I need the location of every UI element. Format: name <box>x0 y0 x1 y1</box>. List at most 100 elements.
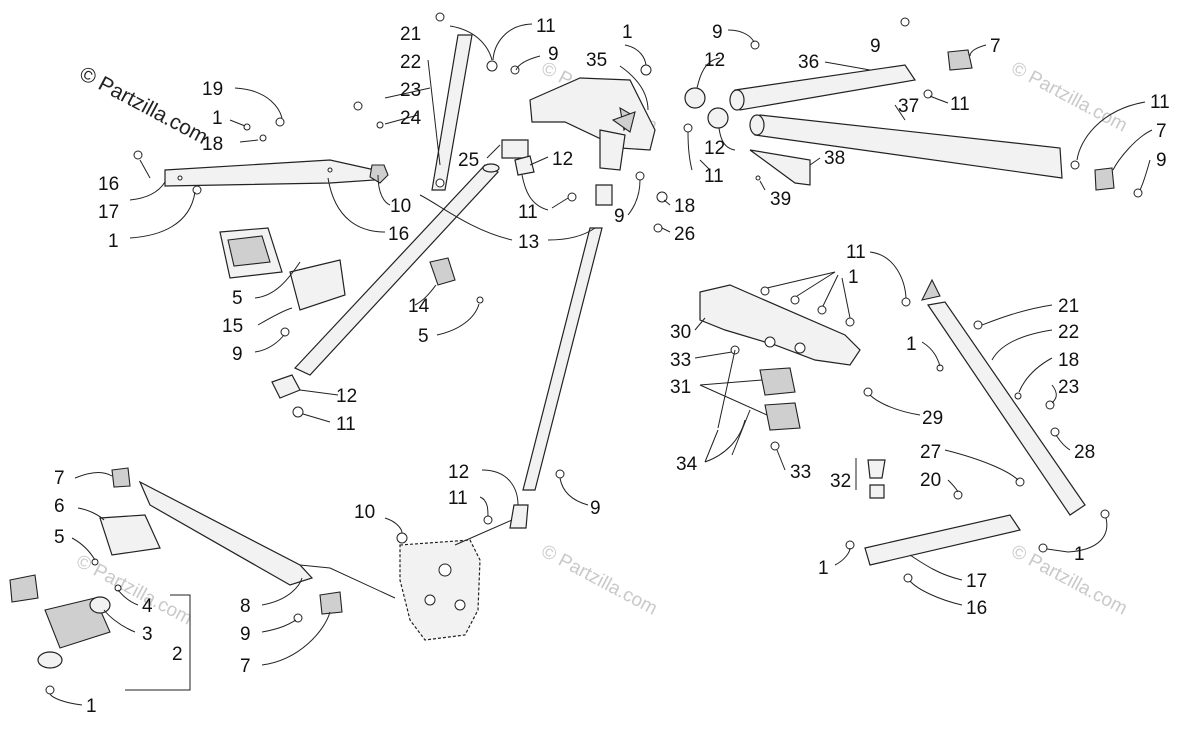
bolt-9-bracket <box>280 327 290 337</box>
callout-37: 37 <box>898 96 919 117</box>
nut-11-tube-bottom <box>483 515 493 525</box>
callout-12: 12 <box>704 50 725 71</box>
clip-25 <box>501 139 529 159</box>
callout-5: 5 <box>54 527 65 548</box>
leader <box>257 307 293 326</box>
callout-11: 11 <box>1150 92 1170 113</box>
leader <box>481 469 519 506</box>
leader <box>427 59 441 166</box>
callout-11: 11 <box>950 94 970 115</box>
nut-11-right-bar <box>901 297 911 307</box>
leader <box>809 157 821 166</box>
leader <box>1055 434 1071 451</box>
leader <box>547 227 596 241</box>
leader <box>624 44 647 66</box>
callout-29: 29 <box>922 408 943 429</box>
leader <box>869 394 921 416</box>
bolt-16-right <box>903 573 913 583</box>
leader <box>1139 159 1151 191</box>
nut-10-bottom <box>396 532 408 544</box>
nut-1 <box>192 185 202 195</box>
callout-9: 9 <box>232 344 243 365</box>
leader <box>841 277 851 319</box>
callout-34: 34 <box>676 454 698 475</box>
washer-18-right <box>1014 392 1022 400</box>
leader <box>947 479 959 493</box>
bolt-28 <box>1050 427 1060 437</box>
leader <box>299 564 396 599</box>
leader <box>776 449 786 471</box>
callout-5: 5 <box>418 326 429 347</box>
bolt-23 <box>353 101 363 111</box>
leader <box>454 519 513 546</box>
callout-labels: 19 1 18 16 17 1 10 16 21 22 23 24 11 9 1… <box>54 16 1170 717</box>
leader <box>551 197 569 209</box>
leader <box>302 413 331 423</box>
bolt-5-sensor <box>476 296 484 304</box>
leader <box>239 139 259 143</box>
callout-27: 27 <box>920 442 941 463</box>
leader <box>449 25 493 61</box>
callout-7: 7 <box>1156 121 1167 142</box>
bolt-21-right <box>973 320 983 330</box>
callout-1: 1 <box>86 696 97 717</box>
sensor-14 <box>429 257 456 286</box>
callout-11: 11 <box>518 202 538 223</box>
callout-12: 12 <box>336 386 357 407</box>
leader <box>619 65 649 111</box>
leader <box>479 496 489 517</box>
callout-33: 33 <box>670 350 691 371</box>
leader <box>77 507 105 521</box>
callout-12: 12 <box>704 138 725 159</box>
leader <box>327 177 386 233</box>
leader <box>694 317 706 331</box>
callout-20: 20 <box>920 470 941 491</box>
bolt-9-clamp <box>900 17 910 27</box>
leader <box>419 194 513 241</box>
leader <box>921 341 941 367</box>
end-cap-12-lower <box>707 107 729 129</box>
callout-9: 9 <box>870 36 881 57</box>
leader <box>254 261 301 299</box>
nut-11-bracket <box>435 178 445 188</box>
callout-30: 30 <box>670 322 691 343</box>
watermark: © Partzilla.com <box>538 541 661 620</box>
leader <box>718 127 736 151</box>
callout-18: 18 <box>1058 350 1079 371</box>
callout-26: 26 <box>674 224 695 245</box>
bolt-16 <box>133 150 143 160</box>
bracket-15 <box>289 259 346 311</box>
callout-33: 33 <box>790 462 811 483</box>
leader <box>869 251 907 299</box>
nut-1-bottom <box>45 685 55 695</box>
bolt-19 <box>275 117 285 127</box>
frame-section <box>399 539 481 641</box>
motor-31-upper <box>759 367 796 396</box>
callout-21: 21 <box>1058 296 1079 317</box>
nut-11-mount <box>683 123 693 133</box>
callout-16: 16 <box>966 598 987 619</box>
leader <box>521 174 549 211</box>
long-bar-22-right <box>926 301 1086 516</box>
callout-1: 1 <box>622 22 633 43</box>
callout-1: 1 <box>906 334 917 355</box>
nut-1-right-d <box>845 317 855 327</box>
callout-19: 19 <box>202 79 223 100</box>
upper-mount-35 <box>529 77 656 171</box>
callout-18: 18 <box>202 134 223 155</box>
leader <box>129 181 166 201</box>
callout-21: 21 <box>400 24 421 45</box>
watermark: © Partzilla.com <box>1008 58 1131 137</box>
leader <box>384 114 419 125</box>
upper-tube-36 <box>729 64 917 111</box>
callout-9: 9 <box>1156 150 1167 171</box>
bolt-9-tube <box>555 469 565 479</box>
callout-6: 6 <box>54 496 65 517</box>
mounting-bracket-30 <box>699 284 861 366</box>
actuator-assembly-2 <box>9 574 111 669</box>
callout-13: 13 <box>518 232 539 253</box>
nut-10-top <box>369 164 389 184</box>
nut-1-top-center <box>640 64 652 76</box>
leader <box>731 409 751 456</box>
leader <box>559 477 589 506</box>
